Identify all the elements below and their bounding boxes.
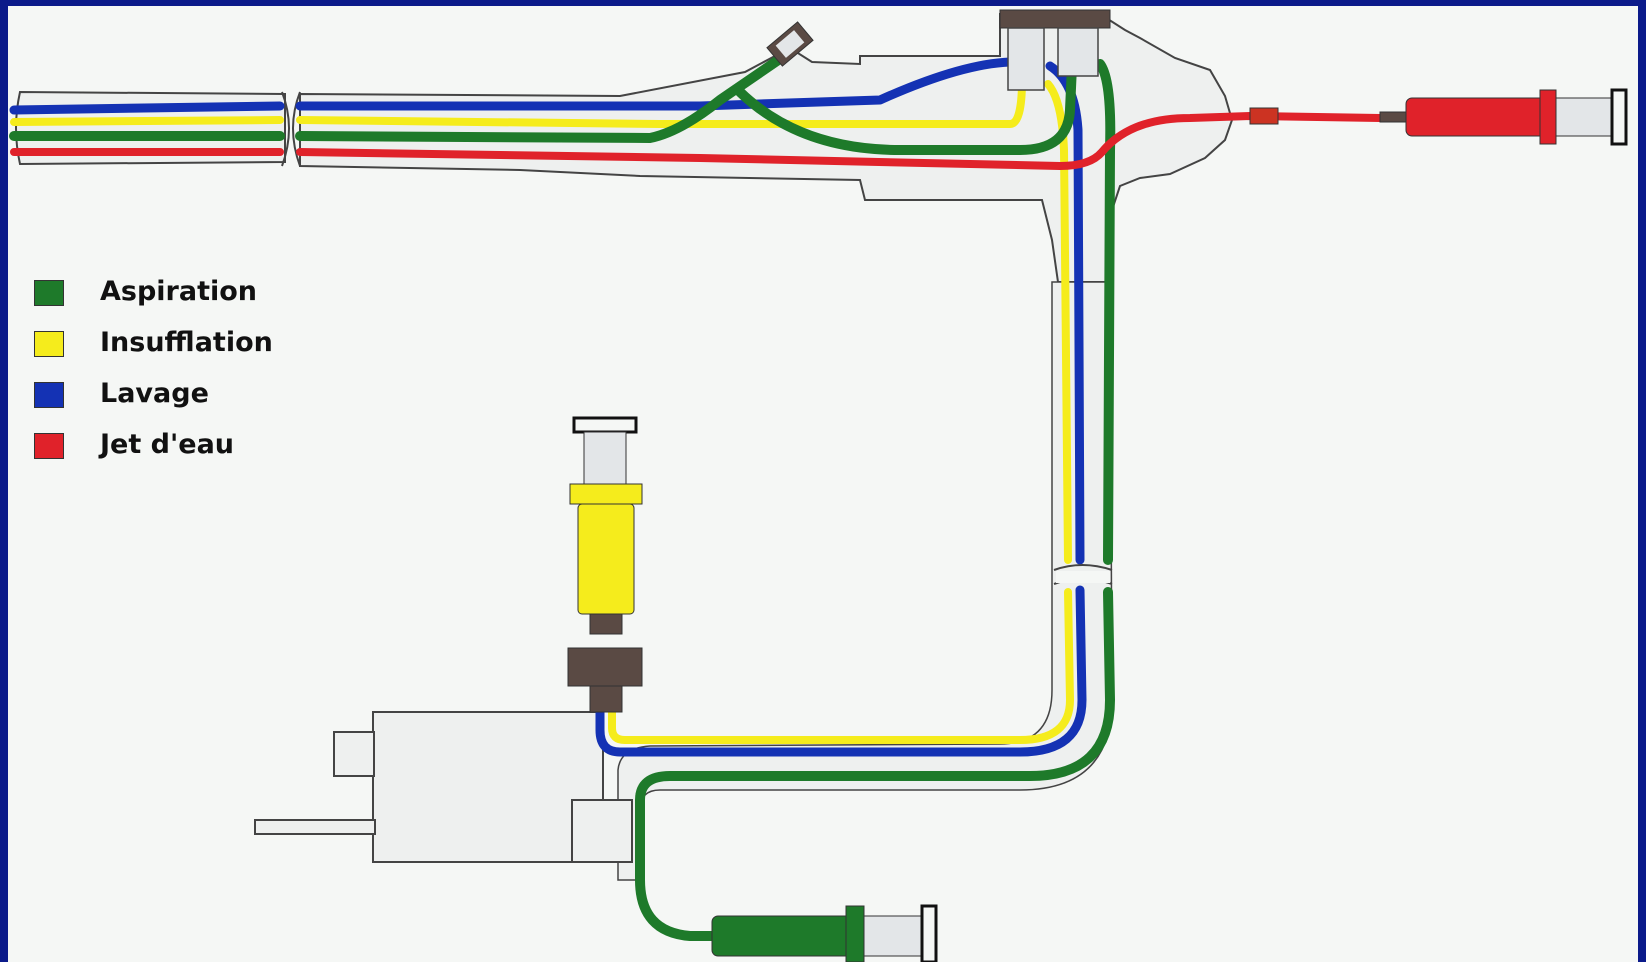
biopsy-port — [766, 21, 814, 67]
valve-housing-top — [999, 9, 1111, 29]
legend-label-insufflation: Insufflation — [100, 327, 273, 358]
insufflation-swatch — [34, 331, 64, 357]
legend-label-jet-eau: Jet d'eau — [100, 429, 235, 460]
umbilical-break-gap — [1056, 571, 1110, 583]
legend-label-lavage: Lavage — [100, 378, 209, 409]
aspiration-syringe — [711, 904, 938, 962]
aspiration-channel — [9, 47, 1116, 941]
umbilical-cord-outline — [617, 281, 1113, 881]
tube-break-mark — [281, 91, 301, 167]
connector-step — [571, 799, 633, 863]
aspiration-swatch — [34, 280, 64, 306]
jet-eau-channel — [10, 112, 1384, 170]
jet-eau-swatch — [34, 433, 64, 459]
insufflation-channel — [10, 62, 1074, 744]
light-guide-connector-box — [372, 711, 604, 863]
jet-eau-syringe — [1249, 88, 1628, 146]
light-guide-pin — [254, 819, 376, 835]
insertion-tube-outline-2 — [299, 13, 1234, 283]
valve-cylinder-left — [1007, 27, 1045, 91]
insufflation-syringe — [567, 416, 643, 713]
lavage-channel — [9, 57, 1087, 757]
connector-rear-plug — [333, 731, 375, 777]
legend-label-aspiration: Aspiration — [100, 276, 258, 307]
valve-cylinder-right — [1057, 27, 1099, 77]
lavage-swatch — [34, 382, 64, 408]
